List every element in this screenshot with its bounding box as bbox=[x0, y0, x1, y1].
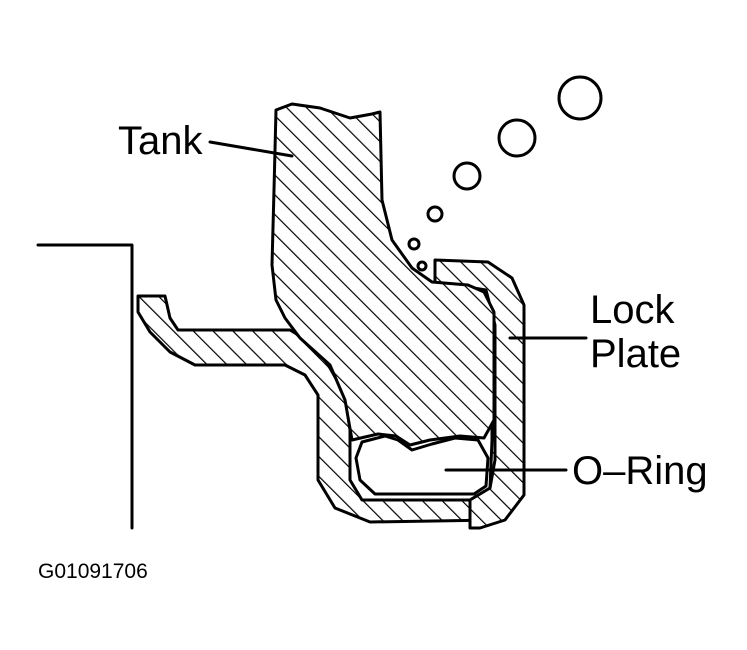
o-ring bbox=[354, 434, 490, 496]
tank-body bbox=[270, 102, 496, 447]
bubbles bbox=[407, 75, 603, 272]
bubble bbox=[416, 260, 428, 272]
lock-plate-label-line1: Lock bbox=[590, 288, 675, 332]
tank-label: Tank bbox=[118, 119, 203, 163]
lock-plate-label-line2: Plate bbox=[590, 332, 681, 376]
bubble bbox=[426, 205, 444, 223]
bubble bbox=[497, 118, 537, 158]
o-ring-label: O–Ring bbox=[572, 449, 708, 493]
header-plate-outline bbox=[36, 243, 134, 530]
figure-code: G01091706 bbox=[38, 560, 148, 583]
tank-leader bbox=[208, 140, 294, 158]
bubble bbox=[452, 161, 482, 191]
bubble bbox=[557, 75, 603, 121]
bubble bbox=[407, 237, 421, 251]
